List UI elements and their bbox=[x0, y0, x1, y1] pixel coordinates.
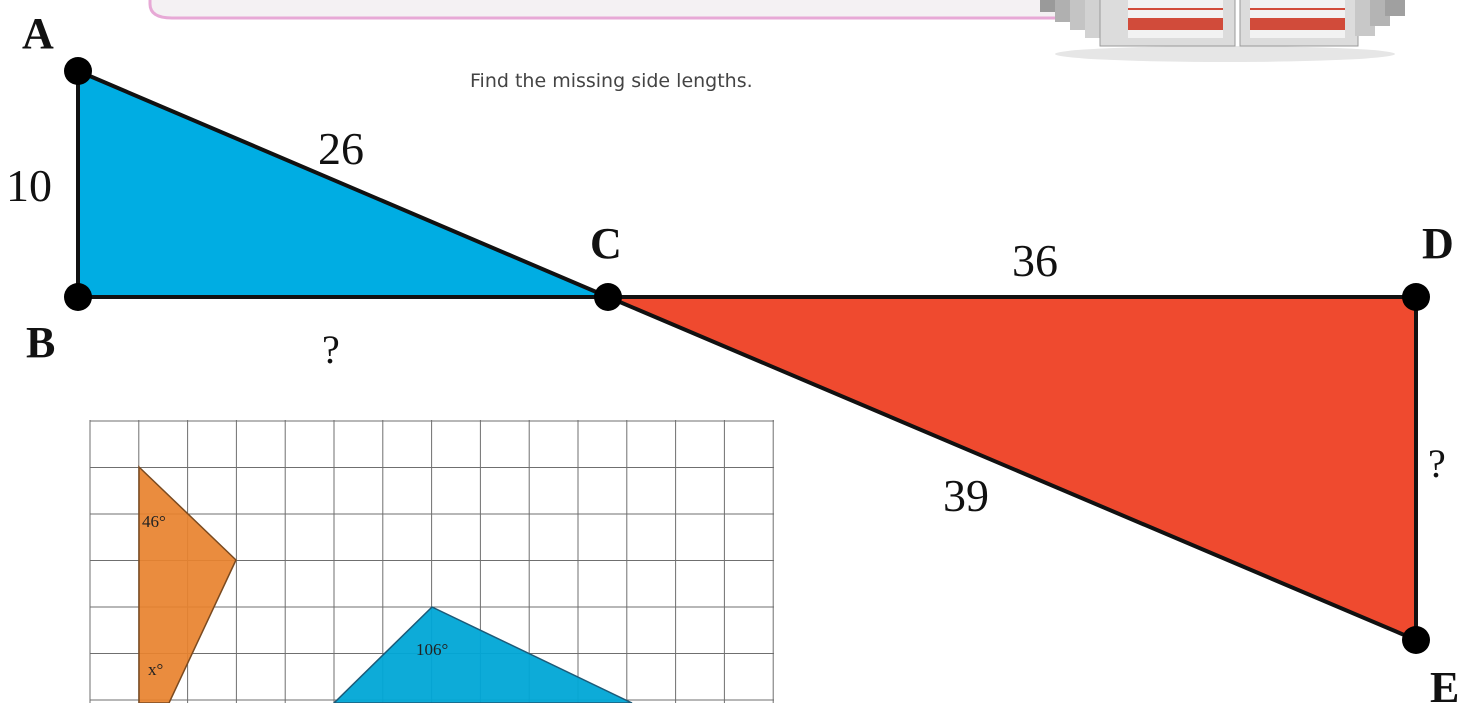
vertex-label-d: D bbox=[1422, 219, 1454, 268]
point-a bbox=[64, 57, 92, 85]
side-label-bc: ? bbox=[322, 327, 340, 372]
grid-figure: 46° x° 106° bbox=[89, 420, 774, 703]
point-e bbox=[1402, 626, 1430, 654]
grid-lines bbox=[89, 420, 774, 703]
vertex-label-c: C bbox=[590, 219, 622, 268]
vertex-label-b: B bbox=[26, 318, 55, 367]
instruction-text: Find the missing side lengths. bbox=[470, 70, 753, 92]
point-b bbox=[64, 283, 92, 311]
orange-triangle bbox=[138, 465, 237, 703]
blue-triangle bbox=[332, 606, 633, 703]
triangle-cde bbox=[606, 295, 1418, 642]
side-label-ab: 10 bbox=[6, 160, 52, 211]
side-label-ac: 26 bbox=[318, 123, 364, 174]
point-d bbox=[1402, 283, 1430, 311]
angle-label-106: 106° bbox=[416, 640, 448, 659]
vertex-label-e: E bbox=[1430, 663, 1459, 703]
point-c bbox=[594, 283, 622, 311]
vertex-label-a: A bbox=[22, 9, 54, 58]
worksheet-stack-icon bbox=[1040, 0, 1405, 62]
top-banner bbox=[148, 0, 1102, 20]
side-label-de: ? bbox=[1428, 441, 1446, 486]
angle-label-x: x° bbox=[148, 660, 163, 679]
side-label-ce: 39 bbox=[943, 470, 989, 521]
side-label-cd: 36 bbox=[1012, 235, 1058, 286]
triangle-abc bbox=[76, 69, 610, 299]
angle-label-top: 46° bbox=[142, 512, 166, 531]
